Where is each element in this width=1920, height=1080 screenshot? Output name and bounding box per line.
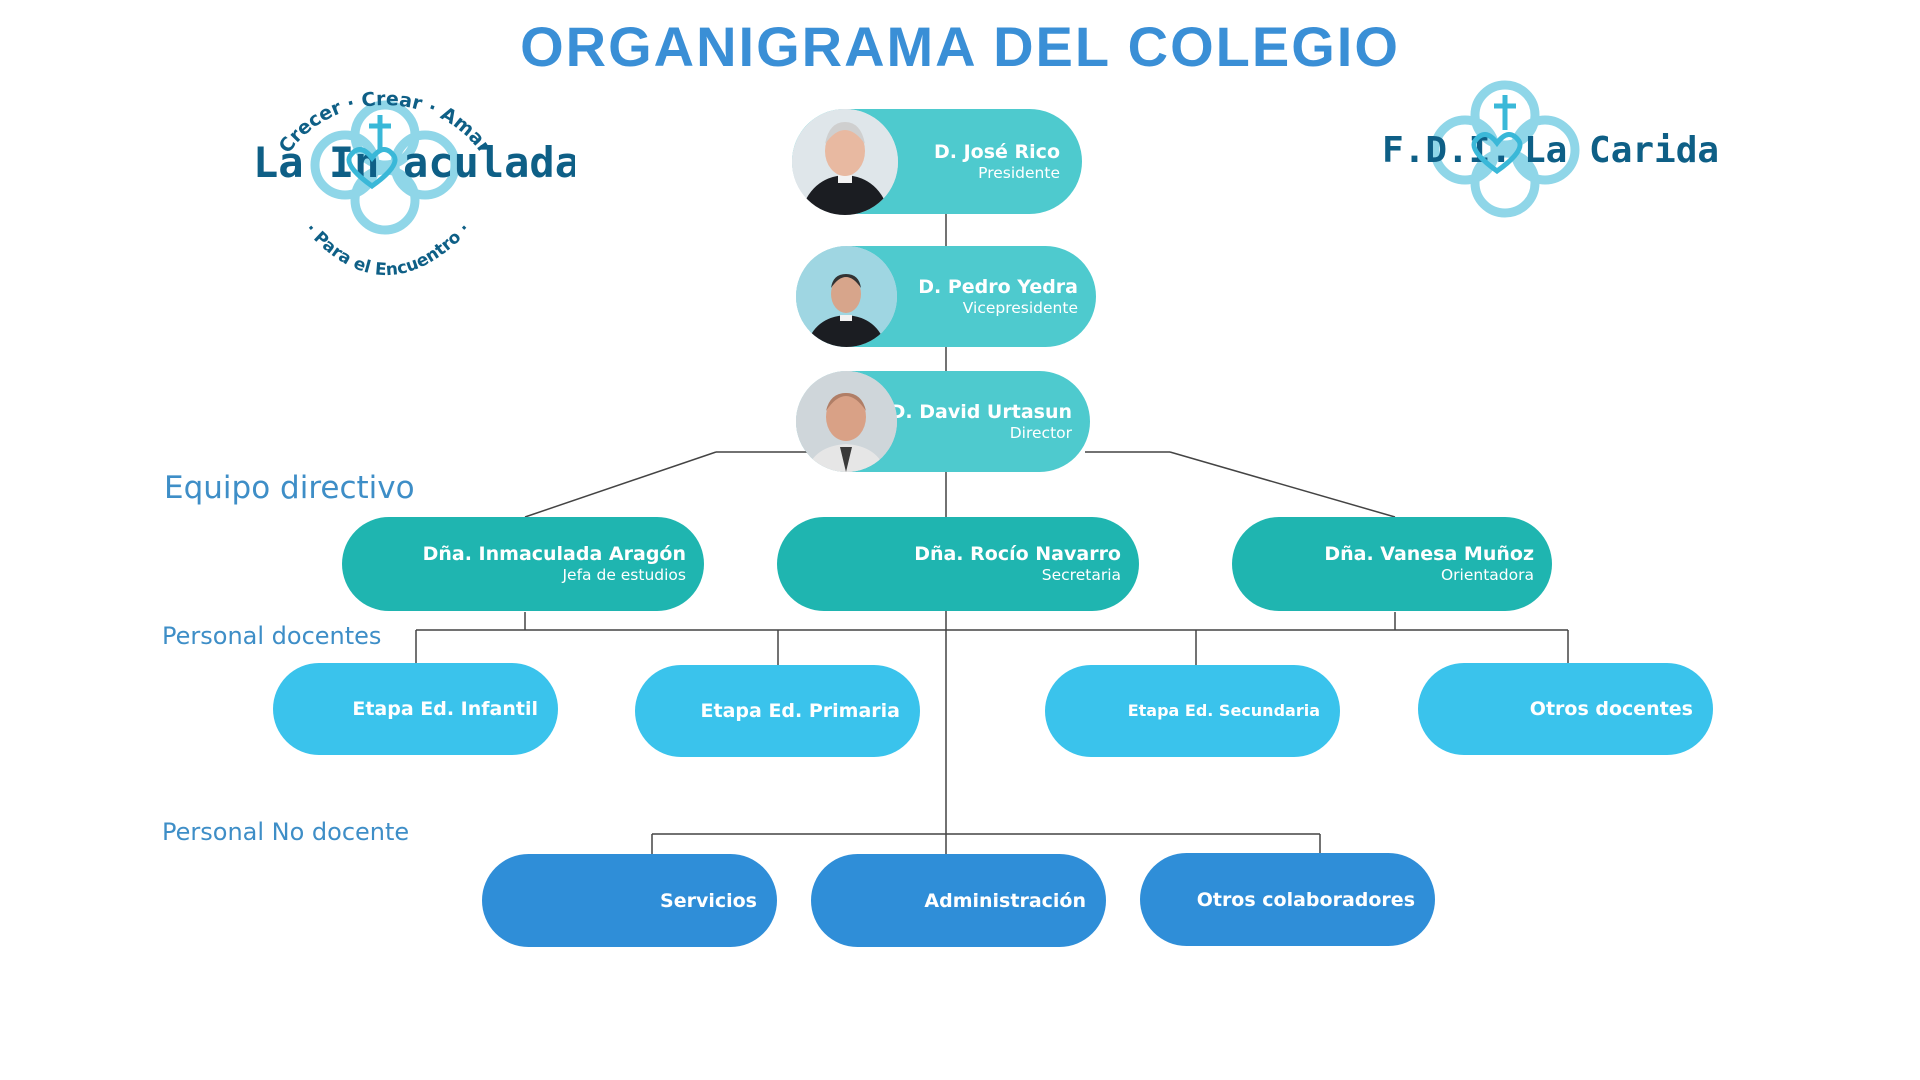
node-label: Administración xyxy=(924,889,1086,912)
node-role: Director xyxy=(1009,423,1072,442)
avatar-director xyxy=(796,371,897,472)
cross-icon xyxy=(369,115,391,150)
node-etapa-infantil[interactable]: Etapa Ed. Infantil xyxy=(273,663,558,755)
node-etapa-primaria[interactable]: Etapa Ed. Primaria xyxy=(635,665,920,757)
node-role: Jefa de estudios xyxy=(562,566,686,584)
section-label-personal-docentes: Personal docentes xyxy=(162,622,382,650)
cloud-shape xyxy=(1430,80,1580,218)
connector-director-right-diagonal xyxy=(1169,451,1396,518)
node-administracion[interactable]: Administración xyxy=(811,854,1106,947)
node-label: Servicios xyxy=(660,889,757,912)
heart-icon xyxy=(1471,132,1523,175)
node-name: Dña. Inmaculada Aragón xyxy=(422,543,686,565)
node-role: Orientadora xyxy=(1440,566,1534,584)
node-name: D. David Urtasun xyxy=(889,400,1072,423)
section-label-equipo-directivo: Equipo directivo xyxy=(164,470,415,506)
node-orientadora[interactable]: Dña. Vanesa Muñoz Orientadora xyxy=(1232,517,1552,611)
avatar-presidente xyxy=(792,109,898,215)
logo-name-a: La In xyxy=(253,138,379,187)
connector-director-left-diagonal xyxy=(524,451,717,518)
section-label-personal-no-docente: Personal No docente xyxy=(162,818,410,846)
avatar-vicepresidente xyxy=(796,246,897,347)
node-name: D. Pedro Yedra xyxy=(918,275,1078,298)
node-name: D. José Rico xyxy=(934,140,1060,163)
node-name: Dña. Rocío Navarro xyxy=(914,543,1121,565)
node-label: Otros docentes xyxy=(1529,698,1693,720)
node-servicios[interactable]: Servicios xyxy=(482,854,777,947)
node-role: Secretaria xyxy=(1041,566,1121,584)
la-inmaculada-logo: · Crecer · Crear · Amar · La In aculada … xyxy=(245,40,575,280)
logo-name-b: aculada xyxy=(403,138,575,187)
cross-icon xyxy=(1494,95,1516,130)
node-jefa-de-estudios[interactable]: Dña. Inmaculada Aragón Jefa de estudios xyxy=(342,517,704,611)
node-label: Etapa Ed. Secundaria xyxy=(1127,701,1320,720)
node-label: Otros colaboradores xyxy=(1196,888,1415,911)
node-secretaria[interactable]: Dña. Rocío Navarro Secretaria xyxy=(777,517,1139,611)
node-name: Dña. Vanesa Muñoz xyxy=(1324,543,1534,565)
fdi-la-caridad-logo: F.D.I. La Caridad xyxy=(1382,80,1720,218)
logo-name-b: La Caridad xyxy=(1524,130,1720,171)
node-label: Etapa Ed. Infantil xyxy=(352,698,538,720)
node-etapa-secundaria[interactable]: Etapa Ed. Secundaria xyxy=(1045,665,1340,757)
node-role: Presidente xyxy=(978,163,1060,182)
heart-icon xyxy=(346,147,398,190)
page-title: ORGANIGRAMA DEL COLEGIO xyxy=(520,15,1400,78)
node-role: Vicepresidente xyxy=(962,298,1078,317)
node-otros-docentes[interactable]: Otros docentes xyxy=(1418,663,1713,755)
node-label: Etapa Ed. Primaria xyxy=(700,700,900,722)
node-otros-colaboradores[interactable]: Otros colaboradores xyxy=(1140,853,1435,946)
